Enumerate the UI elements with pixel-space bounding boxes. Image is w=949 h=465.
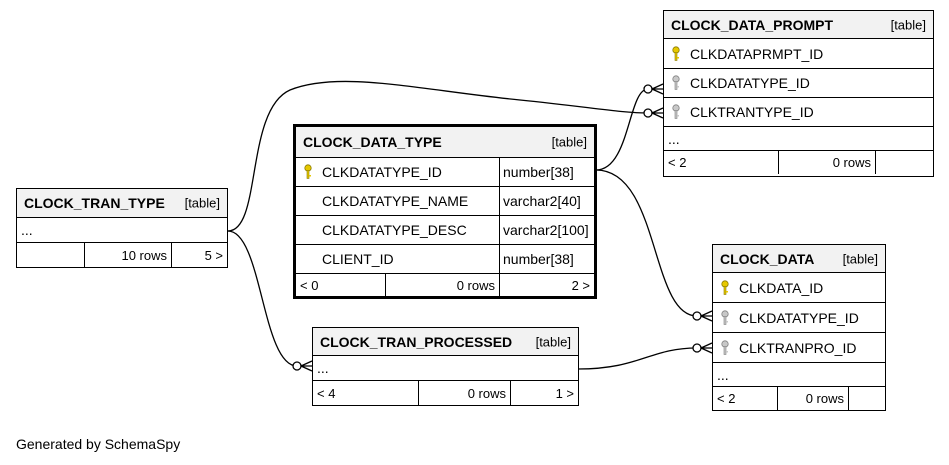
table-header: CLOCK_DATA_TYPE [table] — [296, 127, 594, 158]
table-footer: 10 rows 5 > — [17, 243, 227, 267]
parents-count: < 2 — [668, 155, 687, 170]
relationship-line-datatype-prompt — [595, 88, 649, 171]
foreign-key-icon — [672, 104, 680, 119]
optional-marker — [292, 361, 302, 371]
children-count — [875, 151, 933, 174]
crows-foot — [651, 83, 664, 95]
optional-marker — [692, 343, 702, 353]
row-count: 0 rows — [778, 151, 875, 174]
optional-marker — [692, 311, 702, 321]
ellipsis-row: ... — [713, 363, 885, 387]
relationship-line-trantype-processed — [227, 230, 298, 367]
column-row[interactable]: CLKDATATYPE_NAME varchar2[40] — [296, 187, 594, 216]
column-type: number[38] — [499, 158, 574, 186]
table-kind: [table] — [842, 251, 878, 266]
foreign-key-icon — [721, 339, 729, 355]
table-header: CLOCK_TRAN_PROCESSED [table] — [313, 328, 578, 356]
crows-foot — [651, 107, 664, 119]
column-row[interactable]: CLKDATATYPE_ID — [664, 69, 933, 98]
column-row[interactable]: CLKDATATYPE_ID — [713, 303, 885, 333]
crows-foot — [700, 342, 713, 354]
column-type: varchar2[40] — [499, 187, 581, 215]
table-name: CLOCK_TRAN_PROCESSED — [320, 333, 513, 350]
column-name: CLKDATATYPE_DESC — [322, 222, 467, 238]
foreign-key-icon — [721, 309, 729, 325]
column-row[interactable]: CLKDATAPRMPT_ID — [664, 39, 933, 69]
column-row[interactable]: CLIENT_ID number[38] — [296, 245, 594, 274]
table-footer: < 2 0 rows — [713, 387, 885, 410]
table-kind: [table] — [535, 334, 571, 349]
parents-count — [17, 243, 84, 267]
column-name: CLKDATAPRMPT_ID — [690, 45, 824, 62]
crows-foot — [700, 310, 713, 322]
column-name: CLKTRANTYPE_ID — [690, 104, 814, 120]
table-header: CLOCK_DATA [table] — [713, 245, 885, 273]
column-name: CLKDATATYPE_ID — [739, 309, 859, 326]
column-name: CLIENT_ID — [322, 251, 394, 267]
column-name: CLKTRANPRO_ID — [739, 339, 857, 356]
optional-marker — [643, 84, 653, 94]
foreign-key-icon — [672, 75, 680, 90]
column-type: varchar2[100] — [499, 216, 589, 244]
parents-count: < 4 — [317, 385, 336, 401]
primary-key-icon — [721, 279, 729, 295]
children-count: 1 > — [510, 381, 578, 405]
table-footer: < 2 0 rows — [664, 151, 933, 174]
table-name: CLOCK_DATA_TYPE — [303, 134, 442, 150]
table-clock-data-prompt[interactable]: CLOCK_DATA_PROMPT [table] CLKDATAPRMPT_I… — [663, 10, 934, 177]
column-name: CLKDATA_ID — [739, 279, 824, 296]
column-row[interactable]: CLKDATA_ID — [713, 273, 885, 303]
table-kind: [table] — [551, 134, 587, 150]
parents-count: < 0 — [300, 277, 319, 293]
table-name: CLOCK_TRAN_TYPE — [24, 195, 165, 211]
column-type: number[38] — [499, 245, 574, 273]
generated-by-text: Generated by SchemaSpy — [16, 436, 181, 452]
row-count: 0 rows — [418, 381, 510, 405]
column-row[interactable]: CLKDATATYPE_DESC varchar2[100] — [296, 216, 594, 245]
column-row[interactable]: CLKTRANPRO_ID — [713, 333, 885, 363]
crows-foot — [300, 360, 313, 372]
ellipsis-row: ... — [664, 127, 933, 151]
column-row[interactable]: CLKTRANTYPE_ID — [664, 98, 933, 127]
optional-marker — [643, 108, 653, 118]
table-clock-tran-type[interactable]: CLOCK_TRAN_TYPE [table] ... 10 rows 5 > — [16, 188, 228, 268]
table-clock-data[interactable]: CLOCK_DATA [table] CLKDATA_ID CLKDATATYP… — [712, 244, 886, 411]
parents-count: < 2 — [717, 391, 736, 406]
ellipsis-text: ... — [21, 222, 33, 238]
row-count: 10 rows — [84, 243, 171, 267]
ellipsis-row: ... — [313, 356, 578, 381]
table-clock-data-type[interactable]: CLOCK_DATA_TYPE [table] CLKDATATYPE_ID n… — [293, 124, 597, 299]
ellipsis-text: ... — [668, 130, 680, 147]
primary-key-icon — [672, 45, 680, 61]
table-name: CLOCK_DATA — [720, 250, 815, 267]
row-count: 0 rows — [385, 274, 499, 296]
table-footer: < 4 0 rows 1 > — [313, 381, 578, 405]
children-count: 2 > — [499, 274, 594, 296]
ellipsis-text: ... — [717, 366, 729, 383]
column-name: CLKDATATYPE_NAME — [322, 193, 469, 209]
table-name: CLOCK_DATA_PROMPT — [671, 16, 834, 33]
table-footer: < 0 0 rows 2 > — [296, 274, 594, 296]
column-name: CLKDATATYPE_ID — [690, 75, 810, 91]
table-kind: [table] — [184, 195, 220, 211]
relationship-line-datatype-data — [595, 169, 698, 317]
row-count: 0 rows — [777, 387, 848, 410]
table-kind: [table] — [890, 17, 926, 32]
children-count: 5 > — [171, 243, 227, 267]
table-header: CLOCK_DATA_PROMPT [table] — [664, 11, 933, 39]
relationship-line-trantype-prompt — [227, 80, 649, 232]
children-count — [848, 387, 885, 410]
column-name: CLKDATATYPE_ID — [322, 164, 442, 180]
column-row[interactable]: CLKDATATYPE_ID number[38] — [296, 158, 594, 187]
primary-key-icon — [304, 164, 312, 179]
relationship-line-processed-data — [577, 347, 698, 370]
table-header: CLOCK_TRAN_TYPE [table] — [17, 189, 227, 218]
ellipsis-text: ... — [317, 360, 329, 376]
table-clock-tran-processed[interactable]: CLOCK_TRAN_PROCESSED [table] ... < 4 0 r… — [312, 327, 579, 406]
ellipsis-row: ... — [17, 218, 227, 243]
